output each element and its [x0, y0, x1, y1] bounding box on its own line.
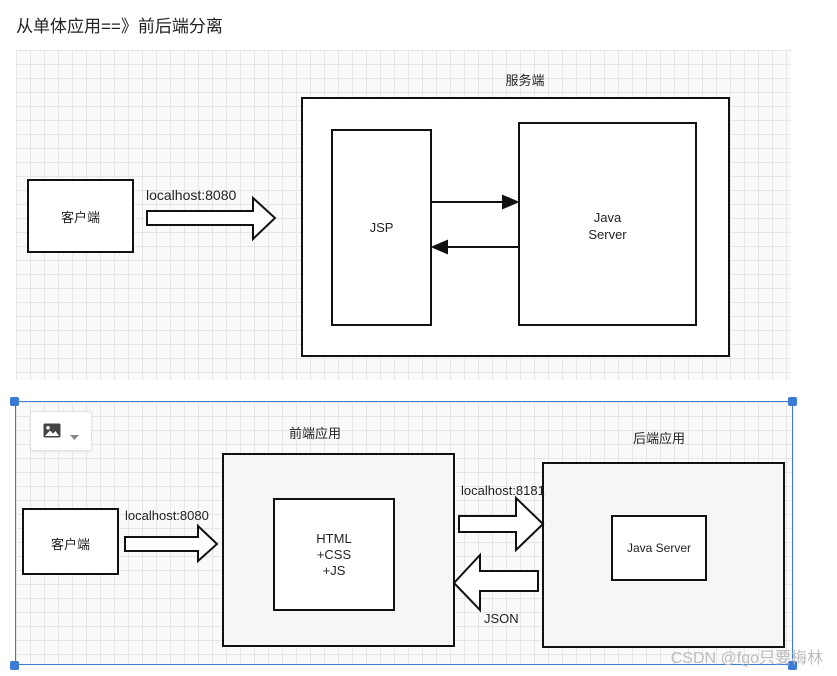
- top-request-block-arrow: [146, 195, 277, 242]
- image-selection-frame[interactable]: [15, 401, 793, 665]
- api-request-block-arrow: [458, 495, 545, 553]
- bottom-client-label: 客户端: [50, 537, 90, 552]
- top-client-box: [27, 179, 134, 253]
- top-client-label: 客户端: [60, 210, 100, 225]
- api-request-label: localhost:8181: [461, 483, 545, 498]
- server-title: 服务端: [505, 73, 545, 88]
- resize-handle-top-right[interactable]: [788, 397, 797, 406]
- java-server-label: Java Server: [588, 210, 627, 242]
- json-response-block-arrow: [452, 552, 539, 613]
- jsp-label: JSP: [369, 220, 394, 235]
- frontend-inner-label: HTML +CSS +JS: [316, 531, 352, 578]
- chevron-down-icon[interactable]: [70, 428, 79, 446]
- watermark: CSDN @fgo只要梅林: [670, 650, 823, 667]
- frontend-inner-box: [273, 498, 395, 611]
- backend-inner-label: Java Server: [626, 541, 692, 555]
- jsp-box: [331, 129, 432, 326]
- resize-handle-bottom-left[interactable]: [10, 661, 19, 670]
- bottom-client-box: [22, 508, 119, 575]
- frontend-title: 前端应用: [288, 426, 341, 441]
- resize-handle-top-left[interactable]: [10, 397, 19, 406]
- backend-title: 后端应用: [632, 431, 685, 446]
- image-toolbar[interactable]: [30, 411, 92, 451]
- resize-handle-bottom-right[interactable]: [788, 661, 797, 670]
- top-request-label: localhost:8080: [146, 187, 237, 203]
- backend-inner-box: [611, 515, 707, 581]
- server-to-jsp-arrowhead: [430, 239, 448, 255]
- java-server-box: [518, 122, 697, 326]
- bottom-request-label: localhost:8080: [125, 508, 209, 523]
- page-heading: 从单体应用==》前后端分离: [16, 17, 223, 36]
- image-icon[interactable]: [43, 423, 61, 443]
- bottom-request-block-arrow: [124, 523, 219, 564]
- jsp-to-server-arrowhead: [502, 194, 520, 210]
- json-response-label: JSON: [484, 611, 519, 626]
